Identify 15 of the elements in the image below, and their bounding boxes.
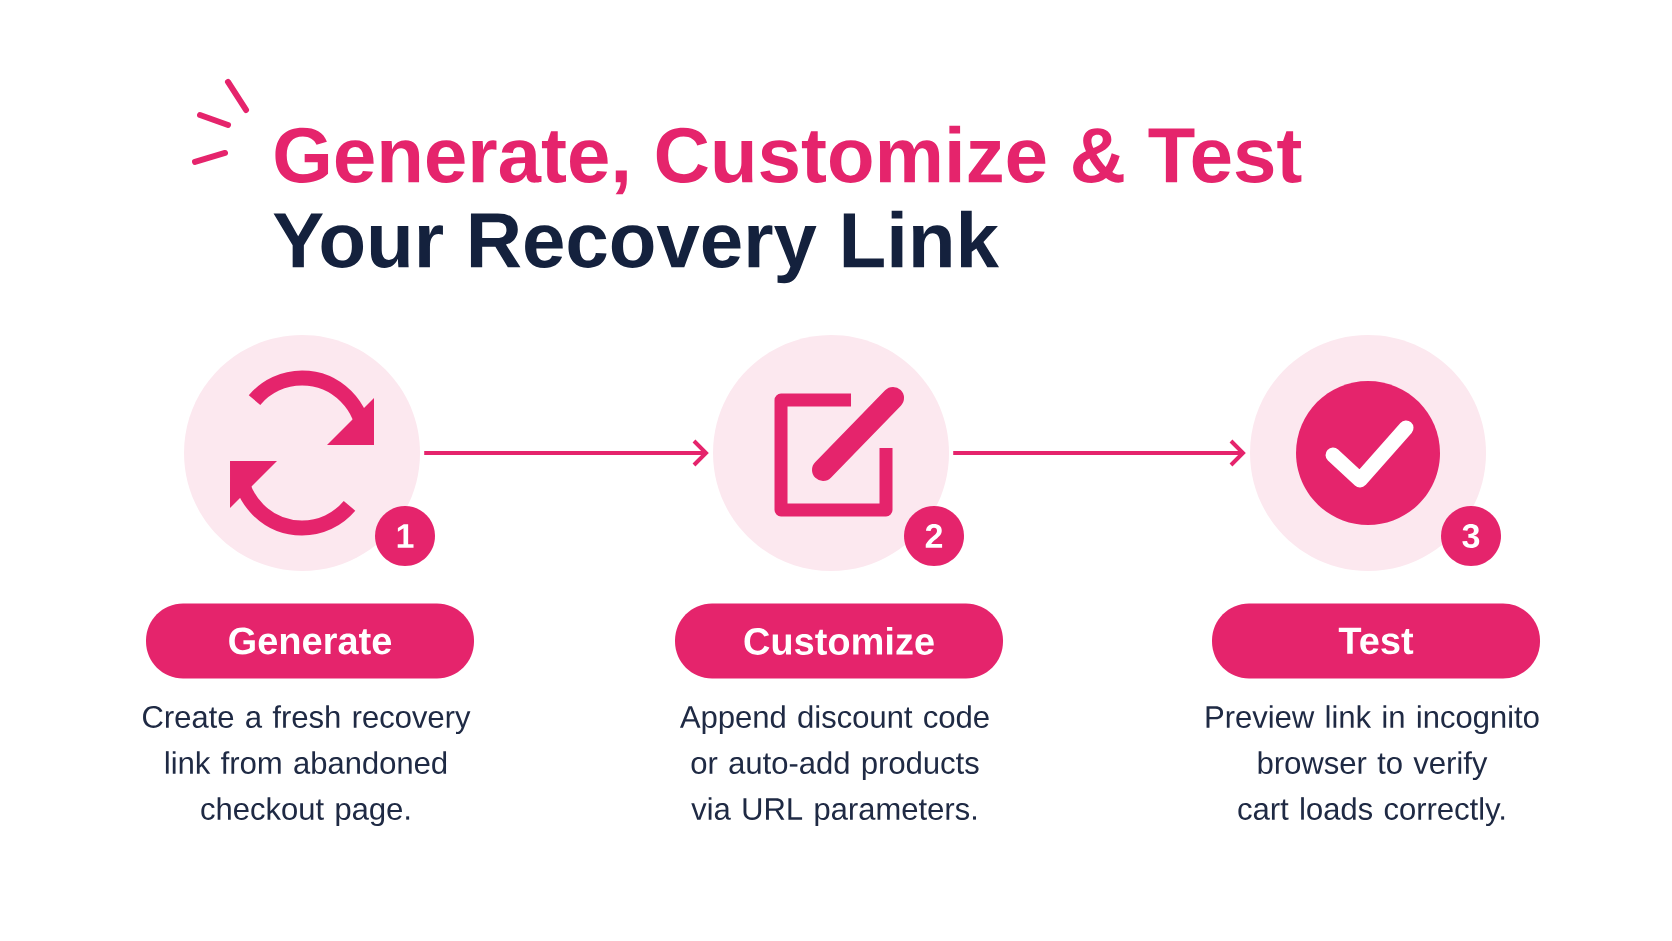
subtitle: Your Recovery Link — [273, 210, 999, 284]
title: Generate, Customize & Test — [275, 125, 1302, 195]
step-pill: Test — [1212, 603, 1540, 679]
arrow — [424, 439, 709, 467]
step-pill: Customize — [675, 603, 1003, 679]
step-pill: Generate — [146, 603, 474, 679]
step-description: Append discount code or auto-add products via URL parameters. — [679, 705, 989, 827]
step-description: Preview link in incognito browser to verify cart loads correctly. — [1206, 705, 1539, 827]
icon-circle — [184, 335, 420, 571]
icon-circle — [713, 335, 949, 571]
number-badge: 2 — [904, 506, 964, 566]
number-badge: 1 — [375, 506, 435, 566]
step-description: Create a fresh recovery link from abandoned checkout page. — [143, 705, 471, 827]
arrow — [953, 439, 1246, 467]
number-badge: 3 — [1441, 506, 1501, 566]
